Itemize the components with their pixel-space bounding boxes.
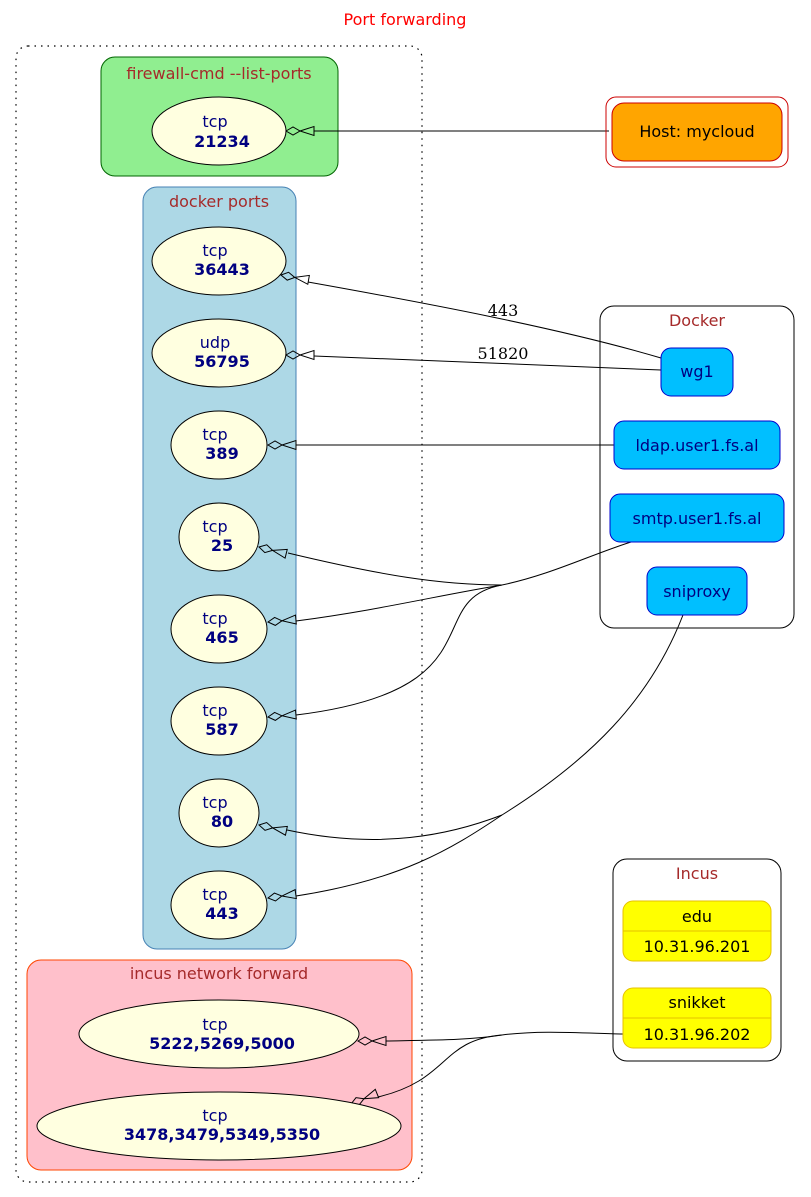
host-cluster-outline xyxy=(15,45,423,1183)
edge-junction-smtp xyxy=(501,541,632,586)
port-tcp-587: tcp 587 xyxy=(170,686,268,756)
host-node: Host: mycloud xyxy=(605,96,789,168)
incus-cluster-label: Incus xyxy=(676,864,718,883)
edge-incus-b-junction xyxy=(377,1034,503,1098)
instance-ip: 10.31.96.201 xyxy=(644,937,751,956)
port-tcp-80: tcp 80 xyxy=(178,778,260,848)
edge-56795-wg1 xyxy=(313,355,662,371)
instance-name: edu xyxy=(682,907,712,926)
container-box xyxy=(609,493,785,543)
arrowhead-25 xyxy=(258,544,288,559)
container-label: smtp.user1.fs.al xyxy=(633,509,762,528)
edge-587-junction xyxy=(295,584,503,716)
edge-label-wg1-udp: 51820 xyxy=(478,344,529,363)
arrowhead-36443 xyxy=(280,271,310,286)
container-label: wg1 xyxy=(680,362,713,381)
arrowhead-443 xyxy=(267,888,297,902)
port-number: 3478,3479,5349,5350 xyxy=(124,1125,320,1144)
port-proto: tcp xyxy=(202,1106,227,1125)
port-number: 465 xyxy=(205,628,238,647)
port-proto: udp xyxy=(200,333,230,352)
port-ellipse xyxy=(178,778,260,848)
edge-junction-snikket xyxy=(501,1031,624,1036)
port-proto: tcp xyxy=(202,701,227,720)
port-number: 80 xyxy=(211,812,233,831)
docker-cluster-label: Docker xyxy=(669,311,725,330)
incus-instance-snikket: snikket 10.31.96.202 xyxy=(622,987,772,1049)
port-incus-b: tcp 3478,3479,5349,5350 xyxy=(36,1091,402,1161)
port-tcp-25: tcp 25 xyxy=(178,502,260,572)
port-number: 36443 xyxy=(194,260,250,279)
diagram-title: Port forwarding xyxy=(344,10,467,29)
arrowhead-incus-a xyxy=(356,1035,387,1047)
port-proto: tcp xyxy=(202,425,227,444)
container-label: ldap.user1.fs.al xyxy=(635,436,758,455)
incus-instance-edu: edu 10.31.96.201 xyxy=(622,900,772,962)
port-number: 25 xyxy=(211,536,233,555)
port-ellipse xyxy=(78,999,360,1069)
container-ldap: ldap.user1.fs.al xyxy=(613,420,781,470)
container-smtp: smtp.user1.fs.al xyxy=(609,493,785,543)
container-label: sniproxy xyxy=(663,582,731,601)
port-proto: tcp xyxy=(202,517,227,536)
host-box xyxy=(611,102,783,162)
port-number: 5222,5269,5000 xyxy=(149,1034,295,1053)
host-outer-frame xyxy=(605,96,789,168)
edge-label-wg1-tcp: 443 xyxy=(488,301,519,320)
port-ellipse xyxy=(36,1091,402,1161)
firewall-cluster-label: firewall-cmd --list-ports xyxy=(126,64,311,83)
edge-junction-sniproxy xyxy=(501,614,684,816)
port-ellipse xyxy=(151,96,287,166)
port-tcp-443: tcp 443 xyxy=(170,870,268,940)
arrowhead-465 xyxy=(266,614,297,626)
port-tcp-389: tcp 389 xyxy=(170,410,268,480)
port-ellipse xyxy=(178,502,260,572)
port-number: 21234 xyxy=(194,132,250,151)
container-box xyxy=(613,420,781,470)
host-label: Host: mycloud xyxy=(639,122,754,141)
instance-ip: 10.31.96.202 xyxy=(644,1025,751,1044)
arrowhead-firewall xyxy=(284,125,315,137)
port-udp-56795: udp 56795 xyxy=(151,318,287,388)
container-box xyxy=(646,566,748,616)
port-number: 587 xyxy=(205,720,238,739)
port-proto: tcp xyxy=(202,793,227,812)
port-number: 389 xyxy=(205,444,238,463)
container-box xyxy=(660,347,734,397)
container-sniproxy: sniproxy xyxy=(646,566,748,616)
port-number: 56795 xyxy=(194,352,250,371)
port-proto: tcp xyxy=(202,885,227,904)
port-proto: tcp xyxy=(202,1015,227,1034)
edge-443-junction xyxy=(295,814,503,897)
arrowheads xyxy=(258,125,387,1106)
edge-80-junction xyxy=(286,814,503,840)
port-ellipse xyxy=(170,594,268,664)
port-proto: tcp xyxy=(202,112,227,131)
port-proto: tcp xyxy=(202,609,227,628)
edge-465-junction xyxy=(295,584,503,622)
port-tcp-36443: tcp 36443 xyxy=(151,226,287,296)
port-incus-a: tcp 5222,5269,5000 xyxy=(78,999,360,1069)
port-ellipse xyxy=(170,686,268,756)
port-ellipse xyxy=(151,318,287,388)
port-fw-21234: tcp 21234 xyxy=(151,96,287,166)
port-tcp-465: tcp 465 xyxy=(170,594,268,664)
port-number: 443 xyxy=(205,904,238,923)
instance-name: snikket xyxy=(669,993,726,1012)
arrowhead-56795 xyxy=(284,349,315,361)
port-proto: tcp xyxy=(202,241,227,260)
arrowhead-389 xyxy=(266,439,297,451)
edge-25-junction xyxy=(287,552,503,586)
port-ellipse xyxy=(170,410,268,480)
edge-36443-wg1 xyxy=(307,281,662,359)
container-wg1: wg1 xyxy=(660,347,734,397)
edges xyxy=(286,130,684,1098)
docker-ports-cluster-label: docker ports xyxy=(169,192,269,211)
arrowhead-80 xyxy=(258,821,288,836)
port-ellipse xyxy=(170,870,268,940)
arrowhead-587 xyxy=(266,709,297,721)
port-ellipse xyxy=(151,226,287,296)
incus-forward-cluster-label: incus network forward xyxy=(130,964,308,983)
